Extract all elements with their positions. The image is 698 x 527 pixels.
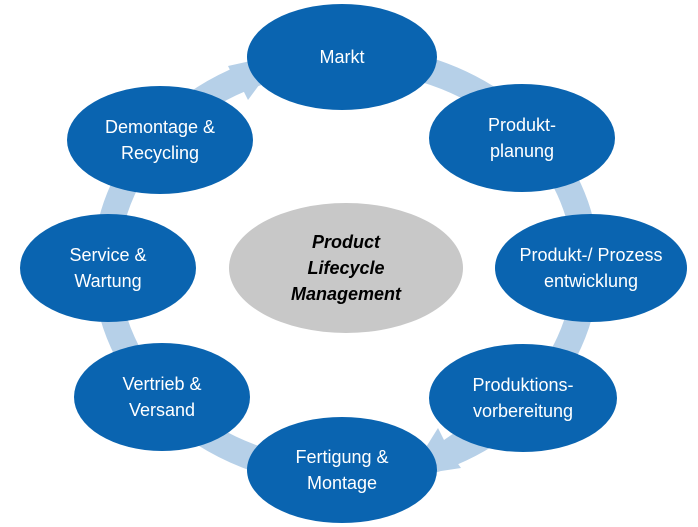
node-label: Markt — [320, 47, 365, 67]
node-label: Service & Wartung — [69, 245, 146, 291]
node-label-line: Service & — [69, 245, 146, 265]
node-label: Demontage & Recycling — [105, 117, 215, 163]
node-vertrieb-versand: Vertrieb & Versand — [74, 343, 250, 451]
node-label-line: Fertigung & — [295, 447, 388, 467]
center-ellipse — [229, 203, 463, 333]
center-label-line: Management — [291, 284, 402, 304]
node-service-wartung: Service & Wartung — [20, 214, 196, 322]
node-label-line: entwicklung — [544, 271, 638, 291]
node-label-line: Wartung — [74, 271, 141, 291]
node-ellipse — [67, 86, 253, 194]
node-produkt-prozessentwicklung: Produkt-/ Prozess entwicklung — [495, 214, 687, 322]
node-ellipse — [429, 84, 615, 192]
node-markt: Markt — [247, 4, 437, 110]
node-label-line: Recycling — [121, 143, 199, 163]
node-label-line: Versand — [129, 400, 195, 420]
node-demontage-recycling: Demontage & Recycling — [67, 86, 253, 194]
node-label: Produkt-planung — [488, 115, 556, 161]
node-label-line: Montage — [307, 473, 377, 493]
node-ellipse — [20, 214, 196, 322]
node-ellipse — [247, 4, 437, 110]
node-label-line: Produktions- — [472, 375, 573, 395]
node-label: Produktions-vorbereitung — [472, 375, 573, 421]
node-label-line: Produkt- — [488, 115, 556, 135]
node-label-line: Produkt-/ Prozess — [519, 245, 662, 265]
node-label-line: Vertrieb & — [122, 374, 201, 394]
node-label-line: vorbereitung — [473, 401, 573, 421]
node-fertigung-montage: Fertigung & Montage — [247, 417, 437, 523]
node-produktionsvorbereitung: Produktions-vorbereitung — [429, 344, 617, 452]
node-produktplanung: Produkt-planung — [429, 84, 615, 192]
node-ellipse — [495, 214, 687, 322]
node-label-line: Markt — [320, 47, 365, 67]
node-label-line: Demontage & — [105, 117, 215, 137]
center-label-line: Product — [312, 232, 381, 252]
node-ellipse — [247, 417, 437, 523]
node-label: Produkt-/ Prozess entwicklung — [519, 245, 662, 291]
node-ellipse — [74, 343, 250, 451]
node-label-line: planung — [490, 141, 554, 161]
node-label: Fertigung & Montage — [295, 447, 388, 493]
node-ellipse — [429, 344, 617, 452]
center-label-line: Lifecycle — [307, 258, 384, 278]
node-label: Vertrieb & Versand — [122, 374, 201, 420]
